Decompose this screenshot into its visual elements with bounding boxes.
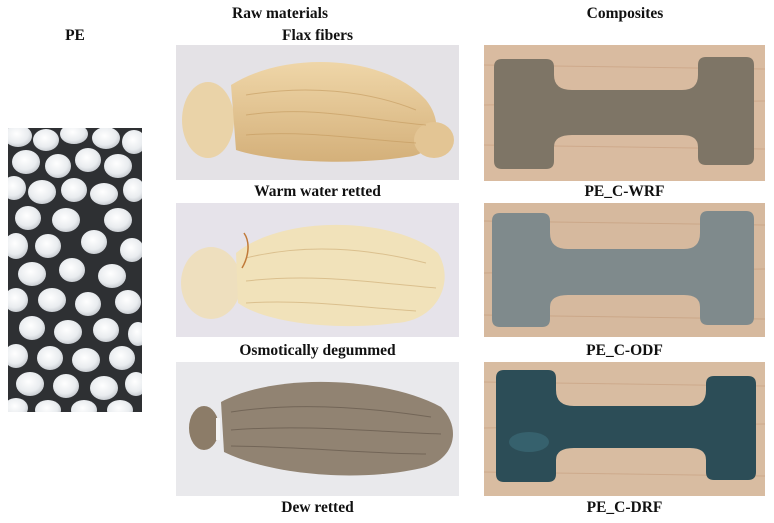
label-warm-water-retted: Warm water retted xyxy=(254,183,381,200)
composite-wrf-image xyxy=(484,45,765,181)
header-raw-materials: Raw materials xyxy=(232,5,328,22)
label-osmotically-degummed: Osmotically degummed xyxy=(239,342,396,359)
label-pe-c-drf: PE_C-DRF xyxy=(586,499,663,516)
label-pe-c-wrf: PE_C-WRF xyxy=(584,183,665,200)
composite-drf-image xyxy=(484,362,765,496)
pe-pellets-image xyxy=(8,128,142,412)
flax-osmotic-image xyxy=(176,203,459,337)
header-composites: Composites xyxy=(586,5,664,22)
flax-warm-water-image xyxy=(176,45,459,180)
label-dew-retted: Dew retted xyxy=(281,499,354,516)
label-pe-c-odf: PE_C-ODF xyxy=(586,342,663,359)
header-pe: PE xyxy=(65,27,85,44)
composite-odf-image xyxy=(484,203,765,337)
label-flax-fibers: Flax fibers xyxy=(281,27,354,44)
flax-dew-retted-image xyxy=(176,362,459,496)
